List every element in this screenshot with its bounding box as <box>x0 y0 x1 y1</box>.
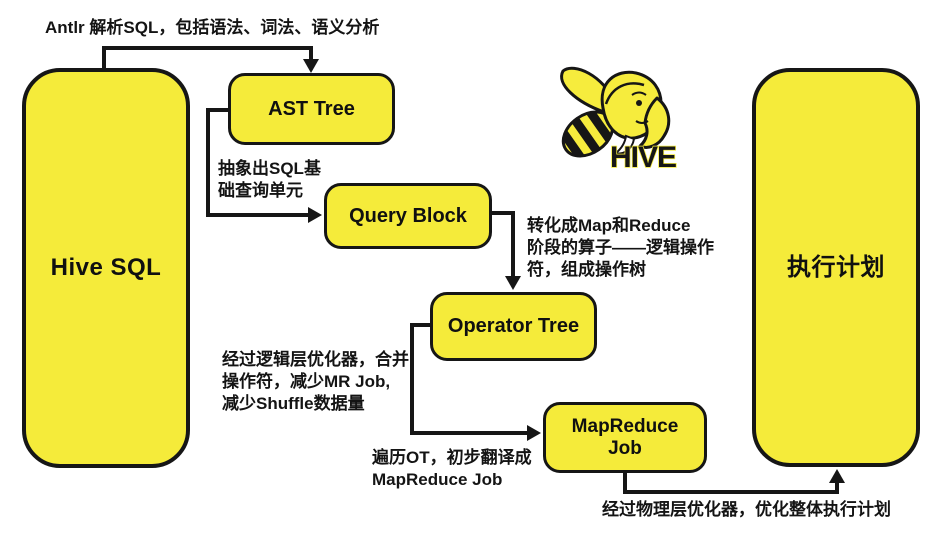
node-mapreduce-job-label: MapReduce Job <box>571 415 679 459</box>
note-to-logical-ops: 转化成Map和Reduce 阶段的算子——逻辑操作 符，组成操作树 <box>527 216 714 279</box>
node-execution-plan-label: 执行计划 <box>787 253 885 281</box>
node-operator-tree: Operator Tree <box>430 292 597 361</box>
node-ast-tree: AST Tree <box>228 73 395 145</box>
node-ast-tree-label: AST Tree <box>268 97 355 120</box>
note-physical-optimizer: 经过物理层优化器，优化整体执行计划 <box>602 500 891 519</box>
node-operator-tree-label: Operator Tree <box>447 315 580 337</box>
hive-logo-text: HIVE <box>610 141 676 174</box>
note-logical-optimizer: 经过逻辑层优化器，合并 操作符，减少MR Job, 减少Shuffle数据量 <box>222 350 409 413</box>
hive-bee-elephant-icon: HIVE <box>554 66 678 175</box>
node-execution-plan: 执行计划 <box>752 68 920 467</box>
arrow-queryblock-to-operatortree <box>492 211 521 290</box>
note-abstract-unit: 抽象出SQL基 础查询单元 <box>218 159 321 200</box>
node-query-block-label: Query Block <box>349 204 467 227</box>
note-antlr-parse: Antlr 解析SQL，包括语法、词法、语义分析 <box>45 18 380 37</box>
node-hive-sql: Hive SQL <box>22 68 190 468</box>
node-hive-sql-label: Hive SQL <box>50 254 162 282</box>
node-mapreduce-job: MapReduce Job <box>543 402 707 473</box>
note-traverse-ot: 遍历OT，初步翻译成 MapReduce Job <box>372 448 532 489</box>
hive-logo: HIVE <box>548 60 684 178</box>
node-query-block: Query Block <box>324 183 492 249</box>
